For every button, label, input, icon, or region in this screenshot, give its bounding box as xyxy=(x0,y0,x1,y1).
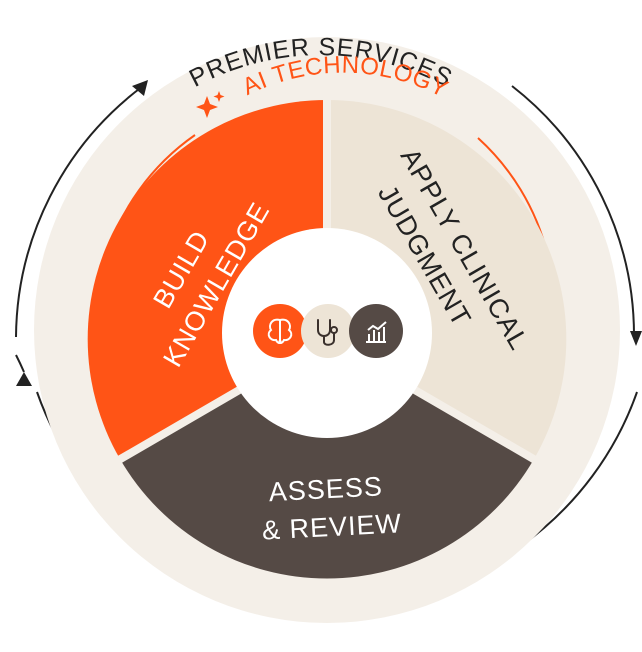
segment-assess-review xyxy=(120,339,534,579)
arrowhead-top-left xyxy=(132,80,148,96)
sparkle-icon xyxy=(196,91,225,118)
cycle-arrow-left xyxy=(15,354,25,373)
arrowhead-right xyxy=(630,331,642,346)
assess-review-line-1: ASSESS xyxy=(268,471,383,507)
chart-icon xyxy=(349,304,403,358)
assess-review-line-2: & REVIEW xyxy=(261,508,402,545)
arrowhead-left xyxy=(16,372,32,386)
cycle-arrow-top-right xyxy=(511,85,636,338)
assess-review-label: ASSESS & REVIEW xyxy=(259,470,402,545)
stethoscope-icon xyxy=(301,304,355,358)
cycle-arrowheads xyxy=(16,80,642,386)
center-icons xyxy=(253,304,403,358)
cycle-arrow-top-left xyxy=(15,85,144,338)
svg-text:ASSESS & REVIEW: ASSESS & REVIEW xyxy=(259,470,402,545)
